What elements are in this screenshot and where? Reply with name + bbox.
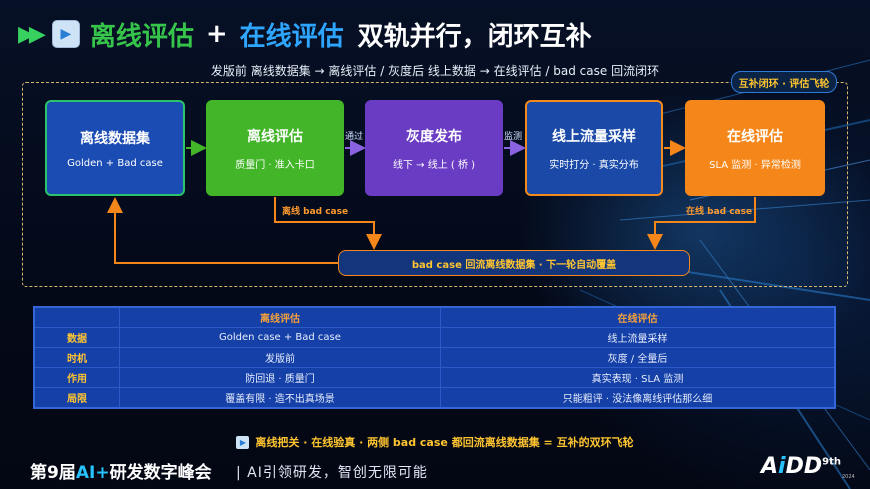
arrow-return-dataset — [107, 197, 338, 264]
title-offline: 离线评估 — [89, 21, 194, 52]
step-gray-release: 灰度发布 线下 → 线上 ( 桥 ) — [365, 100, 503, 196]
logo-sup: 9th — [822, 456, 841, 468]
page-title: ▶▶ ▶ 离线评估 + 在线评估 双轨并行，闭环互补 — [18, 14, 592, 54]
table-header-cell: 在线评估 — [439, 306, 836, 328]
step-sub: Golden + Bad case — [67, 157, 163, 169]
step-title: 离线数据集 — [80, 130, 150, 147]
label-pass: 通过 — [345, 132, 364, 142]
brand-prefix: 第9届 — [30, 463, 76, 483]
title-tagline: 双轨并行，闭环互补 — [357, 21, 592, 52]
table-header-row: 离线评估 在线评估 — [33, 306, 836, 328]
row-header: 局限 — [33, 387, 120, 409]
brand-suffix: 研发数字峰会 — [109, 463, 212, 483]
footer-note-text: 离线把关 · 在线验真 · 两侧 bad case 都回流离线数据集 = 互补的… — [255, 436, 634, 449]
step-sub: SLA 监测 · 异常检测 — [709, 159, 801, 171]
step-sub: 线下 → 线上 ( 桥 ) — [392, 159, 476, 171]
table-row: 时机 发版前 灰度 / 全量后 — [33, 347, 836, 368]
arrow-online-badcase — [647, 197, 756, 250]
label-online-badcase: 在线 bad case — [686, 207, 753, 217]
table-cell: 灰度 / 全量后 — [439, 347, 836, 368]
subtitle: 发版前 离线数据集 → 离线评估 / 灰度后 线上数据 → 在线评估 / bad… — [210, 64, 660, 78]
step-offline-dataset: 离线数据集 Golden + Bad case — [45, 100, 185, 196]
footer-note: ▶ 离线把关 · 在线验真 · 两侧 bad case 都回流离线数据集 = 互… — [0, 434, 870, 450]
table-cell: 线上流量采样 — [439, 327, 836, 348]
step-title: 离线评估 — [247, 128, 303, 145]
row-header: 作用 — [33, 367, 120, 388]
play-button-icon: ▶ — [236, 435, 250, 449]
aidd-logo: AiDD9th — [761, 454, 841, 479]
label-monitor: 监测 — [504, 132, 523, 142]
table-cell: 防回退 · 质量门 — [119, 367, 441, 388]
conference-brand: 第9届AI+研发数字峰会 — [30, 458, 212, 483]
label-offline-badcase: 离线 bad case — [282, 207, 349, 217]
brand-ai: AI+ — [75, 463, 110, 483]
logo-dd: DD — [785, 454, 823, 479]
step-sub: 实时打分 · 真实分布 — [549, 159, 639, 171]
table-row: 数据 Golden case + Bad case 线上流量采样 — [33, 327, 836, 348]
logo-i: i — [778, 454, 786, 479]
row-header: 时机 — [33, 347, 120, 368]
brand-slogan: | AI引领研发，智创无限可能 — [236, 465, 428, 481]
step-title: 在线评估 — [727, 128, 783, 145]
play-button-icon: ▶ — [51, 20, 80, 48]
table-row: 局限 覆盖有限 · 造不出真场景 只能粗评 · 没法像离线评估那么细 — [33, 387, 836, 409]
table-cell: 只能粗评 · 没法像离线评估那么细 — [439, 387, 836, 409]
step-sub: 质量门 · 准入卡口 — [235, 159, 315, 171]
table-cell: 覆盖有限 · 造不出真场景 — [119, 387, 441, 409]
loop-tag: 互补闭环 · 评估飞轮 — [731, 71, 837, 93]
step-online-sampling: 线上流量采样 实时打分 · 真实分布 — [525, 100, 663, 196]
table-cell: Golden case + Bad case — [119, 327, 441, 348]
step-title: 线上流量采样 — [552, 128, 636, 145]
flow-arrows — [107, 140, 756, 264]
table-row: 作用 防回退 · 质量门 真实表现 · SLA 监测 — [33, 367, 836, 388]
table-cell: 真实表现 · SLA 监测 — [439, 367, 836, 388]
flow-frame — [22, 82, 848, 287]
title-online: 在线评估 — [239, 21, 344, 52]
logo-year: 2024 — [842, 474, 855, 480]
table-cell: 发版前 — [119, 347, 441, 368]
table-header-cell: 离线评估 — [119, 306, 441, 328]
row-header: 数据 — [33, 327, 120, 348]
table-header-cell — [33, 306, 120, 328]
title-plus: + — [205, 19, 228, 49]
step-online-eval: 在线评估 SLA 监测 · 异常检测 — [685, 100, 825, 196]
logo-a: A — [761, 454, 779, 479]
step-title: 灰度发布 — [406, 128, 462, 145]
comparison-table: 离线评估 在线评估 数据 Golden case + Bad case 线上流量… — [33, 306, 836, 409]
arrow-offline-badcase — [274, 197, 382, 250]
feedback-loop-pill: bad case 回流离线数据集 · 下一轮自动覆盖 — [338, 250, 690, 276]
step-offline-eval: 离线评估 质量门 · 准入卡口 — [206, 100, 344, 196]
